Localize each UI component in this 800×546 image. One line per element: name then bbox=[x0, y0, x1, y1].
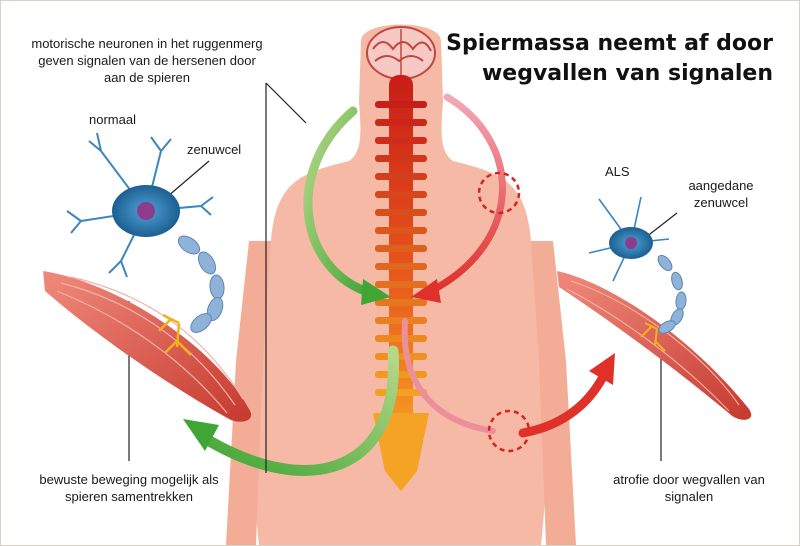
vertebra bbox=[375, 335, 427, 342]
vertebra bbox=[375, 191, 427, 198]
red-arrowhead-spine bbox=[411, 279, 441, 303]
vertebra bbox=[375, 101, 427, 108]
vertebra bbox=[375, 173, 427, 180]
myelin-segment bbox=[209, 274, 225, 300]
myelin-segment bbox=[675, 291, 687, 311]
vertebra bbox=[375, 245, 427, 252]
vertebra bbox=[375, 155, 427, 162]
atrophy-label: atrofie door wegvallen van signalen bbox=[613, 472, 765, 504]
break-marker-icon bbox=[477, 171, 521, 215]
vertebra bbox=[375, 137, 427, 144]
motor-neurons-label: motorische neuronen in het ruggenmerg ge… bbox=[31, 36, 263, 85]
nerve-cell-label: zenuwcel bbox=[187, 142, 242, 157]
als-label: ALS bbox=[605, 164, 630, 179]
vertebra bbox=[375, 371, 427, 378]
vertebra bbox=[375, 227, 427, 234]
myelin-segment bbox=[197, 251, 217, 275]
myelin-segment bbox=[190, 313, 212, 333]
vertebra bbox=[375, 281, 427, 288]
neuron-icon-normal bbox=[66, 132, 214, 278]
vertebra bbox=[375, 119, 427, 126]
vertebra bbox=[375, 353, 427, 360]
axon-normal bbox=[177, 235, 225, 333]
myelin-segment bbox=[657, 254, 673, 272]
red-arrowhead-muscle bbox=[589, 353, 615, 385]
normal-label: normaal bbox=[89, 112, 136, 127]
green-movement-arc bbox=[200, 345, 399, 476]
conscious-movement-label: bewuste beweging mogelijk als spieren sa… bbox=[39, 472, 219, 504]
vertebra bbox=[375, 299, 427, 306]
red-atrophy-arc bbox=[518, 368, 610, 438]
neuron-icon-als bbox=[588, 196, 670, 282]
leader-line-motor-diag bbox=[265, 82, 307, 124]
nerve-ending-als bbox=[640, 322, 666, 352]
page-title: Spiermassa neemt af door wegvallen van s… bbox=[446, 31, 773, 86]
green-signal-arc bbox=[303, 106, 376, 298]
myelin-segment bbox=[177, 235, 201, 255]
vertebra bbox=[375, 263, 427, 270]
brain-icon bbox=[366, 26, 436, 80]
vertebra bbox=[375, 209, 427, 216]
vertebra bbox=[375, 317, 427, 324]
green-arrowhead-spine bbox=[361, 279, 391, 305]
myelin-segment bbox=[658, 320, 676, 334]
sacrum bbox=[373, 413, 429, 491]
red-descending-line bbox=[401, 318, 496, 434]
myelin-segment bbox=[671, 271, 683, 291]
affected-nerve-cell-label: aangedane zenuwcel bbox=[688, 178, 754, 210]
green-arrowhead-muscle bbox=[183, 419, 219, 451]
nerve-ending-normal bbox=[158, 313, 192, 356]
red-signal-arc bbox=[427, 93, 506, 295]
axon-als bbox=[657, 254, 687, 334]
